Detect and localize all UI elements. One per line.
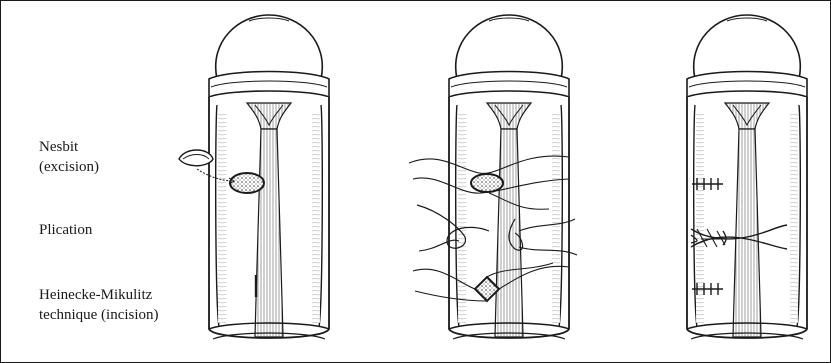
nesbit-excision-site (230, 173, 264, 193)
panel-after-closure (687, 15, 807, 339)
panel-before-repair (209, 15, 329, 339)
panel-suture-placement (409, 15, 577, 339)
